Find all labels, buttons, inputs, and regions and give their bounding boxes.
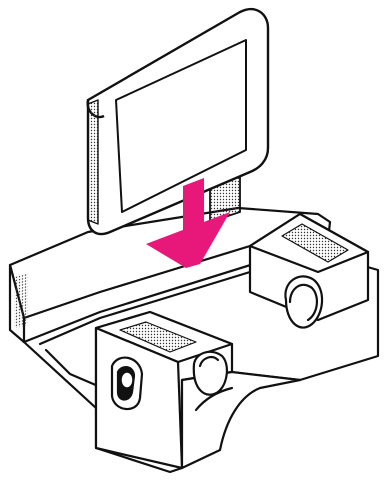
left-lens-opening: [194, 352, 227, 395]
magnet-ring-hole: [121, 372, 133, 388]
phone-icon: [88, 9, 268, 234]
left-velcro-dots: [14, 273, 28, 328]
phone-side-dots: [88, 100, 98, 224]
